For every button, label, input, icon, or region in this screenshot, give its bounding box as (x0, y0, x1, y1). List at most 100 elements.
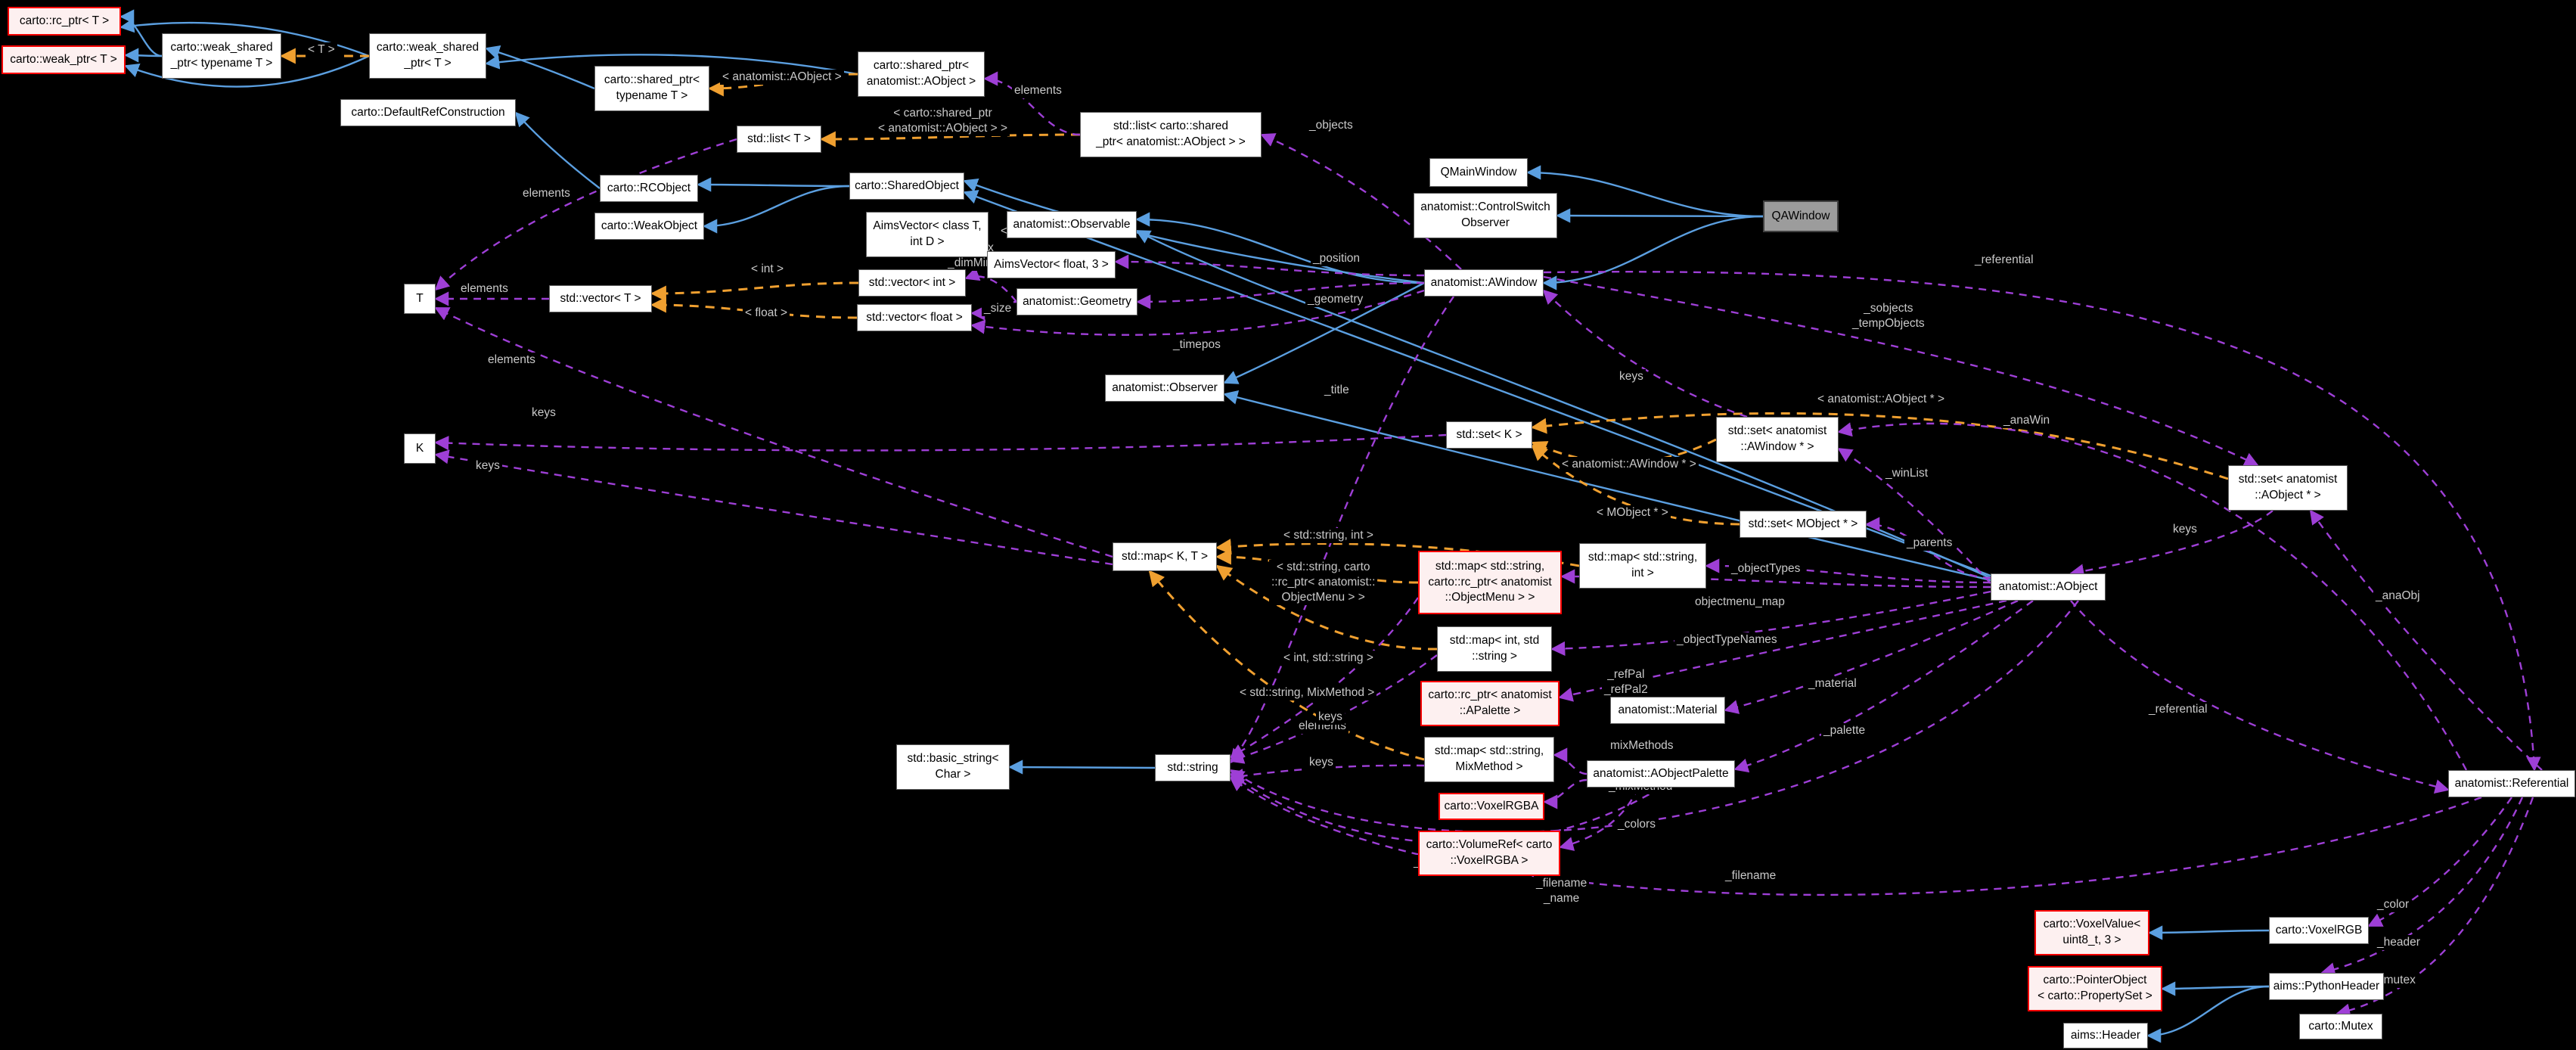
edge-label: _anaWin (2001, 413, 2053, 429)
node-awindow[interactable]: anatomist::AWindow (1424, 269, 1544, 297)
node-label: T (416, 291, 424, 305)
node-default_ref[interactable]: carto::DefaultRefConstruction (340, 99, 516, 126)
node-label: anatomist::AWindow (1430, 275, 1538, 289)
edge-std_string-to-basic_string (1008, 760, 1156, 775)
node-weak_shared_tn[interactable]: carto::weak_shared_ptr< typename T > (162, 33, 281, 79)
node-K_box[interactable]: K (404, 433, 436, 464)
node-pointerobject[interactable]: carto::PointerObject< carto::PropertySet… (2028, 966, 2162, 1011)
node-set_awindow[interactable]: std::set< anatomist::AWindow * > (1716, 417, 1839, 462)
edge-sharedobject-to-weakobject (703, 185, 850, 234)
node-carto_mutex[interactable]: carto::Mutex (2299, 1014, 2382, 1039)
node-basic_string[interactable]: std::basic_string<Char > (896, 744, 1010, 790)
node-observer[interactable]: anatomist::Observer (1105, 374, 1224, 402)
node-map_str_menu[interactable]: std::map< std::string,carto::rc_ptr< ana… (1418, 551, 1562, 614)
edge-label: _position (1311, 251, 1363, 267)
node-label: anatomist::ControlSwitch (1420, 200, 1550, 214)
edge-awindow-to-aimsvector_f3 (1114, 254, 1425, 277)
edge-label: _filename (1723, 868, 1779, 884)
edge-label: < float > (743, 306, 790, 322)
node-aobjectpalette[interactable]: anatomist::AObjectPalette (1587, 760, 1735, 788)
node-label: std::string (1167, 760, 1218, 774)
node-set_mobject[interactable]: std::set< MObject * > (1740, 511, 1867, 538)
node-shared_ptr_ao[interactable]: carto::shared_ptr<anatomist::AObject > (858, 51, 985, 97)
node-label: std::basic_string< (907, 752, 999, 766)
node-rc_ptr_t[interactable]: carto::rc_ptr< T > (8, 7, 121, 36)
edge-aobjectpalette-to-voxelrgba (1543, 778, 1587, 809)
node-label: anatomist::Observer (1112, 381, 1218, 394)
node-weak_ptr_t[interactable]: carto::weak_ptr< T > (2, 45, 126, 74)
edge-label: _material (1806, 676, 1859, 692)
edge-label: _referential (2146, 702, 2210, 718)
node-weak_shared_t[interactable]: carto::weak_shared_ptr< T > (369, 33, 486, 79)
edge-label: < MObject * > (1594, 505, 1671, 521)
edge-label: mixMethods (1608, 738, 1676, 754)
node-map_kt[interactable]: std::map< K, T > (1113, 542, 1217, 571)
edge-sharedobject-to-rcobject (697, 177, 850, 192)
node-label: std::list< carto::shared (1113, 120, 1229, 133)
node-label: AimsVector< class T, (873, 219, 982, 233)
node-map_str_int[interactable]: std::map< std::string,int > (1579, 543, 1706, 589)
node-referential[interactable]: anatomist::Referential (2448, 770, 2575, 797)
edge-label: _parents (1904, 536, 1955, 551)
node-qawindow[interactable]: QAWindow (1763, 200, 1839, 232)
node-sharedobject[interactable]: carto::SharedObject (849, 172, 964, 200)
node-aimsvector_f3[interactable]: AimsVector< float, 3 > (987, 251, 1116, 278)
node-material[interactable]: anatomist::Material (1610, 697, 1725, 724)
edge-label: elements (486, 353, 538, 368)
node-voxelrgb[interactable]: carto::VoxelRGB (2269, 917, 2369, 944)
node-std_string[interactable]: std::string (1155, 754, 1231, 781)
edge-label: _colors (1615, 817, 1658, 833)
node-label: carto::VoxelValue< (2043, 918, 2141, 931)
node-vector_int[interactable]: std::vector< int > (858, 269, 966, 297)
node-vector_float[interactable]: std::vector< float > (857, 304, 972, 331)
node-weakobject[interactable]: carto::WeakObject (594, 213, 704, 240)
edge-label: elements (458, 281, 511, 297)
node-qmainwindow[interactable]: QMainWindow (1429, 158, 1528, 187)
edge-shared_ptr_ao-to-weak_shared_t (485, 54, 858, 76)
node-map_int_str[interactable]: std::map< int, std::string > (1437, 626, 1552, 672)
node-vector_t[interactable]: std::vector< T > (549, 285, 652, 312)
node-voxelrgba[interactable]: carto::VoxelRGBA (1439, 793, 1544, 820)
edge-label: _timepos (1171, 337, 1223, 353)
node-geometry[interactable]: anatomist::Geometry (1016, 288, 1137, 315)
node-label: carto::Mutex (2308, 1019, 2373, 1033)
node-label: int > (1631, 567, 1654, 579)
node-label: Observer (1461, 216, 1510, 229)
edge-label: _anaObj (2373, 589, 2422, 604)
node-voxelvalue[interactable]: carto::VoxelValue<uint8_t, 3 > (2034, 910, 2149, 955)
node-label: QMainWindow (1440, 165, 1517, 179)
node-label: std::vector< float > (866, 310, 963, 324)
edge-label: objectmenu_map (1693, 595, 1787, 610)
node-set_aobject_r[interactable]: std::set< anatomist::AObject * > (2228, 465, 2348, 511)
edge-weak_shared_tn-to-weak_ptr_t (124, 48, 163, 63)
node-label: aims::Header (2070, 1028, 2141, 1042)
node-label: AimsVector< float, 3 > (994, 257, 1109, 271)
node-volumeref[interactable]: carto::VolumeRef< carto::VoxelRGBA > (1418, 831, 1560, 876)
node-list_t[interactable]: std::list< T > (737, 126, 821, 153)
node-rcobject[interactable]: carto::RCObject (600, 175, 698, 202)
node-shared_ptr_tn[interactable]: carto::shared_ptr<typename T > (594, 66, 709, 111)
node-label: int D > (910, 235, 945, 248)
node-label: _ptr< typename T > (170, 57, 273, 70)
edge-aobject-to-map_int_str (1550, 590, 1991, 657)
node-aims_header[interactable]: aims::Header (2063, 1023, 2148, 1048)
node-pythonheader[interactable]: aims::PythonHeader (2269, 973, 2384, 1000)
node-aimsvector_td[interactable]: AimsVector< class T, int D > (866, 212, 989, 257)
edge-qawindow-to-qmainwindow (1526, 165, 1764, 218)
edge-label: _objectTypes (1729, 561, 1803, 577)
edge-list_t-to-T_box (434, 138, 737, 291)
node-aobject[interactable]: anatomist::AObject (1991, 573, 2106, 601)
node-label: ::APalette > (1459, 704, 1521, 717)
node-rc_ptr_apalette[interactable]: carto::rc_ptr< anatomist::APalette > (1420, 681, 1560, 726)
node-map_str_mix[interactable]: std::map< std::string,MixMethod > (1424, 737, 1554, 782)
node-observable[interactable]: anatomist::Observable (1007, 211, 1137, 238)
node-T_box[interactable]: T (404, 284, 436, 314)
node-list_shared[interactable]: std::list< carto::shared_ptr< anatomist:… (1080, 112, 1262, 157)
edge-awindow-to-observable (1135, 212, 1425, 284)
node-label: carto::weak_shared (376, 41, 480, 54)
edge-awindow-to-referential (1543, 271, 2541, 772)
node-set_k[interactable]: std::set< K > (1446, 421, 1532, 449)
edge-label: _filename_name (1534, 876, 1590, 907)
